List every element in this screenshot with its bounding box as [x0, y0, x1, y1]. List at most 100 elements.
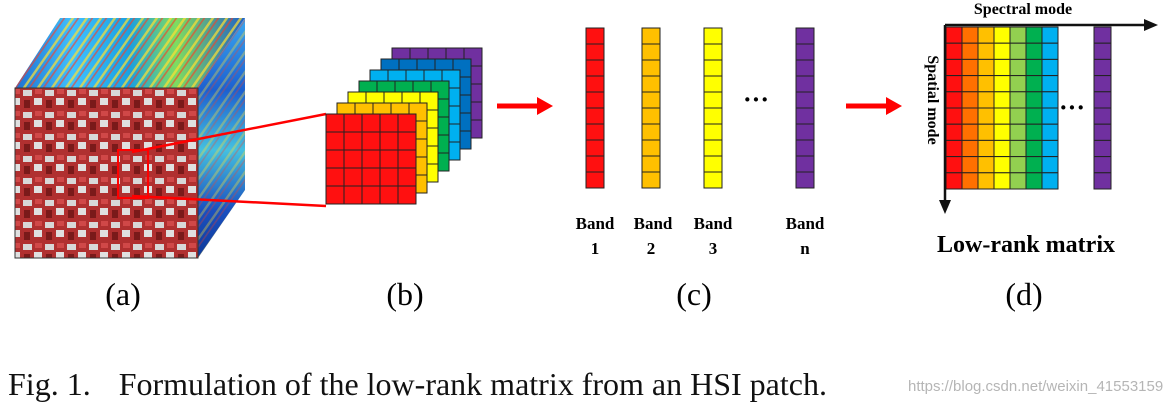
- matrix-cell-last-band: [1093, 156, 1112, 174]
- cube-patch-box: [117, 149, 149, 199]
- matrix-cell: [1025, 26, 1043, 44]
- figure-caption: Fig. 1. Formulation of the low-rank matri…: [8, 366, 827, 403]
- band-cell: [703, 43, 723, 61]
- layer-cell: [361, 113, 381, 133]
- matrix-cell: [1009, 156, 1027, 174]
- layer-cell: [325, 167, 345, 187]
- matrix-cell: [1009, 58, 1027, 77]
- layer-cell: [397, 185, 417, 205]
- band-cell: [795, 155, 815, 173]
- band-ellipsis: ···: [743, 85, 769, 114]
- matrix-cell: [1025, 75, 1043, 93]
- band-cell: [795, 171, 815, 189]
- band-column: [585, 27, 605, 189]
- layer-cell: [325, 131, 345, 151]
- cube-front-face: [15, 88, 198, 258]
- matrix-cell: [961, 75, 979, 93]
- matrix-cell: [961, 107, 979, 125]
- layer-cell: [325, 185, 345, 205]
- caption-figure-number: Fig. 1.: [8, 366, 91, 402]
- band-cell: [641, 123, 661, 141]
- matrix-cell: [1009, 26, 1027, 44]
- band-columns: [585, 27, 815, 189]
- matrix-cell: [977, 91, 995, 109]
- layer-cell: [379, 131, 399, 151]
- band-cell: [703, 155, 723, 173]
- panel-label-a: (a): [105, 276, 141, 312]
- matrix-cell: [961, 123, 979, 141]
- hsi-cube: [14, 18, 245, 259]
- band-label-title: Band: [634, 214, 673, 233]
- band-column: [703, 27, 723, 189]
- matrix-cell: [977, 58, 995, 77]
- band-cell: [641, 27, 661, 45]
- layer-cell: [325, 149, 345, 169]
- layer-cell: [379, 185, 399, 205]
- matrix-cell: [961, 172, 979, 190]
- matrix-cell: [945, 107, 963, 125]
- matrix-cell: [1041, 26, 1059, 44]
- matrix-cell: [993, 58, 1011, 77]
- panel-label-b: (b): [386, 276, 423, 312]
- matrix-cell: [1041, 107, 1059, 125]
- spatial-axis-arrowhead: [939, 200, 951, 214]
- matrix-cell: [945, 123, 963, 141]
- layer-cell: [361, 131, 381, 151]
- caption-text: Formulation of the low-rank matrix from …: [118, 366, 827, 402]
- layer-cell: [361, 149, 381, 169]
- cube-top-texture: [15, 18, 245, 88]
- band-label-title: Band: [576, 214, 615, 233]
- matrix-cell: [961, 156, 979, 174]
- band-cell: [585, 155, 605, 173]
- matrix-cell: [945, 156, 963, 174]
- matrix-cell: [961, 139, 979, 158]
- cube-side-texture: [198, 18, 245, 258]
- matrix-cell: [977, 156, 995, 174]
- cube-front-border: [14, 87, 199, 259]
- band-cell: [585, 171, 605, 189]
- arrow-head: [537, 97, 553, 115]
- band-cell: [641, 91, 661, 109]
- band-column: [795, 27, 815, 189]
- layer-cell: [325, 113, 345, 133]
- spatial-mode-label: Spatial mode: [924, 55, 941, 144]
- matrix-cell: [945, 139, 963, 158]
- matrix-cell: [977, 172, 995, 190]
- matrix-cell: [993, 75, 1011, 93]
- matrix-cell: [993, 139, 1011, 158]
- matrix-cell: [1009, 42, 1027, 60]
- layer-cell: [397, 131, 417, 151]
- band-cell: [641, 107, 661, 125]
- band-cell: [585, 123, 605, 141]
- matrix-cell: [961, 26, 979, 44]
- panel-label-d: (d): [1005, 276, 1042, 312]
- matrix-cell: [945, 172, 963, 190]
- band-cell: [795, 123, 815, 141]
- matrix-cell-last-band: [1093, 123, 1112, 141]
- matrix-cell: [1041, 156, 1059, 174]
- matrix-cell-last-band: [1093, 172, 1112, 190]
- matrix-cell-last-band: [1093, 26, 1112, 44]
- matrix-cell: [1041, 172, 1059, 190]
- matrix-ellipsis: ···: [1059, 93, 1085, 122]
- matrix-cell: [1041, 42, 1059, 60]
- layer-cell: [343, 131, 363, 151]
- band-cell: [795, 43, 815, 61]
- arrow-c-to-d: [846, 97, 902, 115]
- band-cell: [795, 139, 815, 157]
- low-rank-matrix-grid: [945, 26, 1112, 190]
- layer-cell: [343, 167, 363, 187]
- matrix-cell: [1009, 172, 1027, 190]
- layer-cell: [379, 149, 399, 169]
- band-cell: [585, 75, 605, 93]
- band-label-number: 2: [647, 239, 656, 258]
- matrix-cell: [961, 58, 979, 77]
- matrix-cell: [1025, 172, 1043, 190]
- matrix-cell: [977, 139, 995, 158]
- matrix-cell: [1041, 75, 1059, 93]
- layer-cell: [397, 167, 417, 187]
- matrix-cell-last-band: [1093, 91, 1112, 109]
- matrix-cell: [1041, 123, 1059, 141]
- band-cell: [585, 139, 605, 157]
